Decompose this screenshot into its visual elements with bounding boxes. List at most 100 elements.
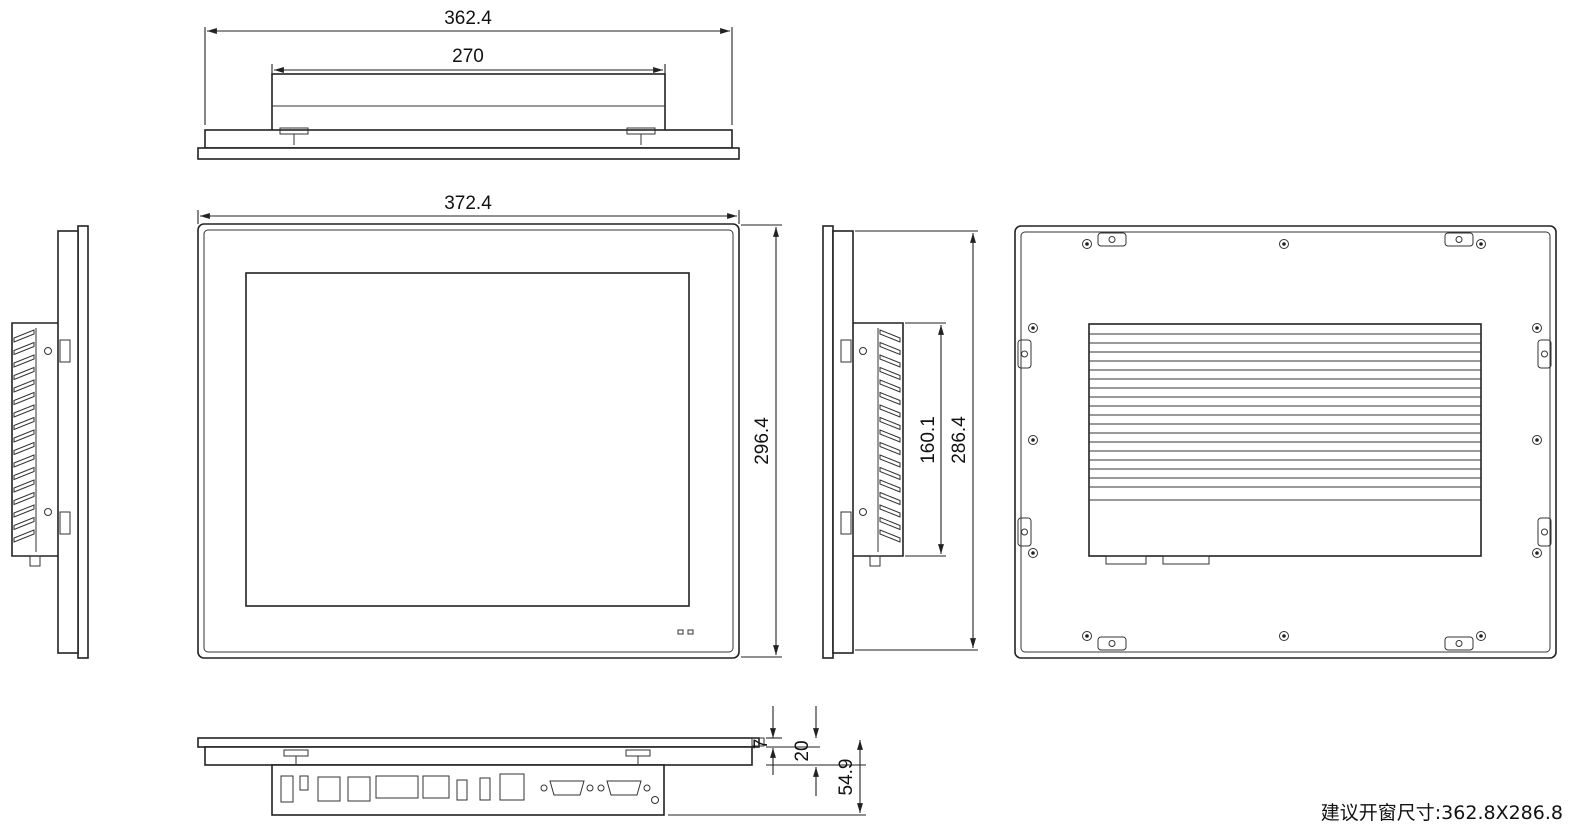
heatsink-fin <box>879 529 901 543</box>
clamp-bracket <box>1537 339 1552 369</box>
mounting-hole-center <box>1031 326 1035 330</box>
clamp-screw <box>1108 640 1116 647</box>
top-view: 362.4 270 <box>197 8 740 160</box>
lan-port <box>375 775 419 799</box>
mounting-hole-center <box>1085 242 1089 246</box>
dim-front-height: 296.4 <box>752 417 773 465</box>
heatsink-fin <box>13 529 35 543</box>
heatsink-fin <box>879 479 901 493</box>
mounting-hole-center <box>1282 242 1286 246</box>
heatsink-fin <box>879 466 901 481</box>
heatsink-fin <box>13 491 35 506</box>
mounting-hole-center <box>1282 634 1286 638</box>
heatsink-fin <box>879 504 901 518</box>
dim-bottom-panel: 20 <box>792 740 813 761</box>
clamp-screw <box>1021 350 1028 358</box>
clamp-bracket <box>1017 517 1032 547</box>
dim-top-body-width: 270 <box>452 46 484 67</box>
heatsink-fin <box>13 504 35 518</box>
mounting-hole <box>1028 435 1038 445</box>
dim-bottom-depth: 54.9 <box>836 759 857 796</box>
heatsink-fin <box>13 416 35 431</box>
mounting-hole-center <box>1479 242 1483 246</box>
com-screw <box>597 784 605 792</box>
heatsink-fin <box>879 329 901 343</box>
mounting-hole-center <box>1535 326 1539 330</box>
heatsink-fin <box>13 391 35 406</box>
bottom-view: 7 20 54.9 <box>197 706 866 816</box>
usb-port <box>347 776 371 802</box>
power-switch <box>299 775 309 791</box>
heatsink-fin <box>879 391 901 406</box>
dim-side-fin-height: 160.1 <box>918 416 939 464</box>
left-side-view <box>11 225 89 659</box>
com-port <box>549 780 585 796</box>
mounting-hole-center <box>1535 551 1539 555</box>
mounting-hole-center <box>1479 634 1483 638</box>
heatsink-fin <box>13 329 35 343</box>
clamp-bracket <box>1444 232 1474 247</box>
heatsink-fin <box>13 454 35 468</box>
clamp-bracket <box>1017 339 1032 369</box>
hdmi-port <box>499 773 525 801</box>
heatsink-fin <box>879 379 901 393</box>
ground-screw <box>651 796 659 804</box>
mounting-hole <box>1082 239 1092 249</box>
mounting-hole <box>1028 548 1038 558</box>
heatsink-fin <box>13 516 35 531</box>
heatsink-fin <box>13 466 35 481</box>
clamp-screw <box>1455 640 1463 647</box>
mounting-hole <box>1532 323 1542 333</box>
rear-view <box>1014 225 1557 659</box>
audio-port <box>456 779 468 801</box>
usb-port <box>317 776 341 802</box>
mounting-hole <box>1082 631 1092 641</box>
dim-bottom-bezel: 7 <box>751 739 772 750</box>
heatsink-fin <box>13 429 35 443</box>
dim-side-body-height: 286.4 <box>949 416 970 464</box>
heatsink-fin <box>13 341 35 356</box>
heatsink-fin <box>879 429 901 443</box>
heatsink-fin <box>13 479 35 493</box>
mounting-hole-center <box>1031 438 1035 442</box>
clamp-screw <box>1108 236 1116 243</box>
mounting-hole-center <box>1085 634 1089 638</box>
clamp-screw <box>1021 528 1028 536</box>
heatsink-fin <box>879 516 901 531</box>
mounting-hole-center <box>1535 438 1539 442</box>
mounting-hole <box>1532 435 1542 445</box>
front-view: 372.4 296.4 <box>197 193 782 659</box>
heatsink-fin <box>879 341 901 356</box>
cutout-size-note: 建议开窗尺寸:362.8X286.8 <box>1320 802 1563 824</box>
com-screw <box>643 784 651 792</box>
heatsink-fin <box>879 366 901 381</box>
dim-top-overall-width: 362.4 <box>444 8 492 29</box>
mounting-hole <box>1279 631 1289 641</box>
heatsink-fin <box>879 404 901 418</box>
heatsink-fin <box>13 404 35 418</box>
power-terminal <box>280 775 294 803</box>
heatsink-fin <box>879 416 901 431</box>
clamp-bracket <box>1537 517 1552 547</box>
clamp-screw <box>1541 350 1548 358</box>
clamp-screw <box>1541 528 1548 536</box>
clamp-bracket <box>1097 232 1127 247</box>
heatsink-fin <box>13 441 35 456</box>
audio-port <box>479 777 491 801</box>
heatsink-fin <box>879 441 901 456</box>
heatsink-fin <box>13 366 35 381</box>
clamp-bracket <box>1444 636 1474 651</box>
heatsink-fin <box>13 354 35 368</box>
lan-port <box>422 775 450 799</box>
right-side-view: 160.1 286.4 <box>822 225 978 659</box>
mounting-hole <box>1532 548 1542 558</box>
com-screw <box>540 784 548 792</box>
com-screw <box>586 784 594 792</box>
mounting-hole <box>1028 323 1038 333</box>
mounting-hole <box>1279 239 1289 249</box>
dim-front-width: 372.4 <box>444 193 492 214</box>
mounting-hole-center <box>1031 551 1035 555</box>
heatsink-fin <box>879 354 901 368</box>
clamp-screw <box>1455 236 1463 243</box>
